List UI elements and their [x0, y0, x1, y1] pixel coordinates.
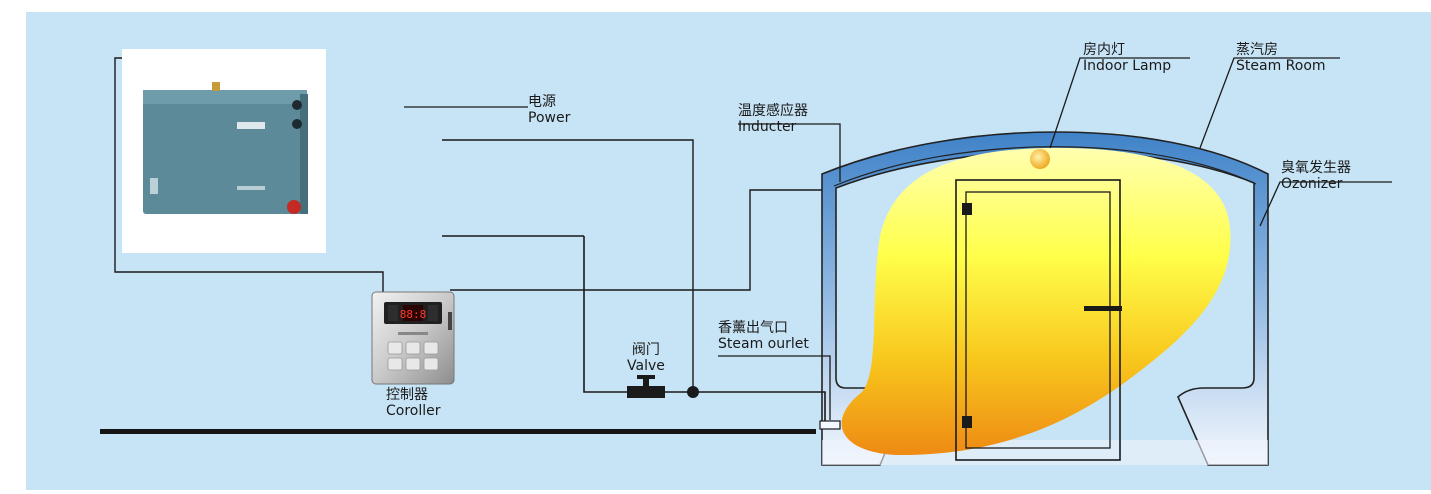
controller-label-cn: 控制器	[386, 387, 428, 403]
steam-room-leader	[1199, 57, 1340, 149]
controller-label: 控制器 Coroller	[386, 387, 441, 419]
floor-line	[100, 429, 816, 434]
indoor-lamp-label-en: Indoor Lamp	[1083, 58, 1172, 74]
ozonizer-label-en: Ozonizer	[1281, 176, 1343, 192]
steam-room-label: 蒸汽房 Steam Room	[1236, 42, 1326, 74]
indoor-lamp-label: 房内灯 Indoor Lamp	[1083, 42, 1171, 74]
dome-lining	[833, 146, 1257, 187]
door-hinge-top-icon	[962, 203, 972, 215]
door-inner-frame	[965, 191, 1111, 449]
valve-handle-icon[interactable]	[637, 375, 655, 379]
steam-outlet-label-en: Steam ourlet	[718, 336, 809, 352]
ozonizer-label: 臭氧发生器 Ozonizer	[1281, 160, 1351, 192]
indoor-lamp-leader	[1049, 57, 1190, 149]
indoor-lamp-icon	[1030, 149, 1050, 169]
power-line	[442, 139, 694, 392]
steam-outlet-label-cn: 香薰出气口	[718, 320, 788, 336]
power-label-en: Power	[528, 110, 571, 126]
inducter-leader	[738, 123, 841, 182]
controller-label-en: Coroller	[386, 403, 441, 419]
steam-outlet-leader	[718, 355, 831, 420]
inducter-label-cn: 温度感应器	[738, 103, 808, 119]
inducter-label-en: Inducter	[738, 119, 797, 135]
steam-generator-icon	[143, 82, 308, 214]
valve-label-en: Valve	[627, 358, 665, 374]
steam-room-label-cn: 蒸汽房	[1236, 42, 1278, 58]
steam-cloud	[841, 147, 1231, 456]
ozonizer-label-cn: 臭氧发生器	[1281, 160, 1351, 176]
valve-label-cn: 阀门	[631, 342, 660, 358]
junction-dot	[687, 386, 699, 398]
sensor-wire	[450, 189, 822, 291]
valve-label: 阀门 Valve	[627, 342, 665, 374]
steam-outlet-nozzle	[819, 420, 841, 430]
power-label: 电源 Power	[528, 94, 570, 126]
controller-panel[interactable]: 88:8	[371, 291, 455, 385]
ozonizer-leader	[1259, 181, 1392, 227]
steam-room-label-en: Steam Room	[1236, 58, 1326, 74]
control-wire	[114, 57, 384, 292]
door-hinge-bottom-icon	[962, 416, 972, 428]
valve-stem-icon	[643, 378, 649, 388]
controller-display-readout: 88:8	[400, 308, 427, 321]
door-handle-icon[interactable]	[1084, 306, 1122, 311]
indoor-lamp-label-cn: 房内灯	[1083, 42, 1125, 58]
steam-room-door[interactable]	[955, 179, 1121, 461]
steam-pipe	[583, 236, 826, 421]
valve-body-icon[interactable]	[627, 386, 665, 398]
steam-outlet-label: 香薰出气口 Steam ourlet	[718, 320, 809, 352]
power-label-cn: 电源	[528, 94, 556, 110]
inducter-label: 温度感应器 Inducter	[738, 103, 808, 135]
